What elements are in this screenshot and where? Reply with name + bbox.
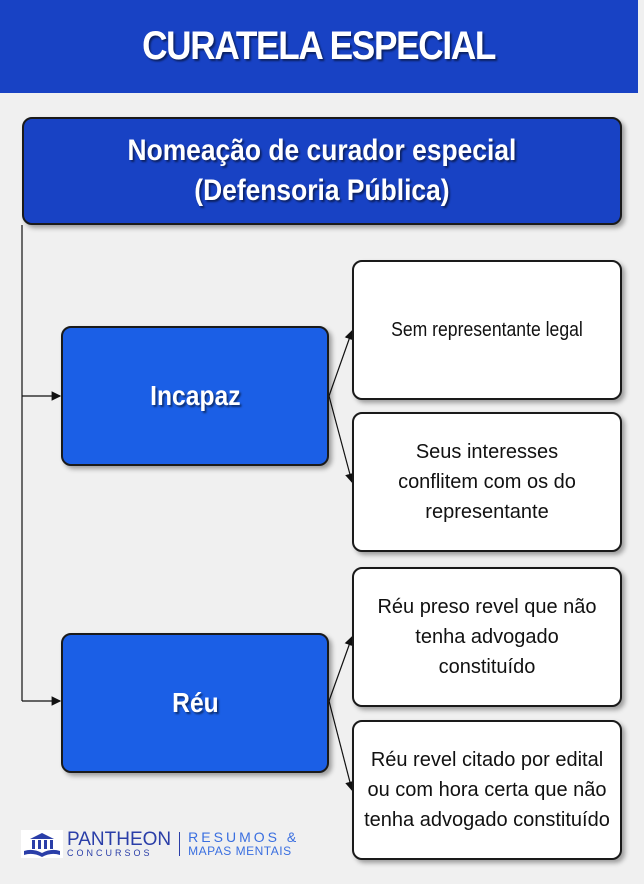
branch-reu: Réu	[61, 633, 329, 773]
leaf-node: Seus interesses conflitem com os do repr…	[352, 412, 622, 552]
root-line-2: (Defensoria Pública)	[194, 174, 450, 207]
root-node: Nomeação de curador especial (Defensoria …	[22, 117, 622, 225]
arrow	[328, 329, 354, 397]
logo-tag-2: MAPAS MENTAIS	[188, 844, 292, 859]
leaf-text: Réu preso revel que não tenha advogado c…	[377, 596, 597, 678]
branch-label: Réu	[171, 687, 219, 718]
branch-label: Incapaz	[149, 380, 241, 411]
leaf-node: Réu preso revel que não tenha advogado c…	[352, 567, 622, 707]
logo-tag-1: RESUMOS &	[188, 829, 300, 846]
leaf-text: Réu revel citado por edital ou com hora …	[364, 749, 610, 831]
temple-book-icon	[21, 830, 63, 858]
arrow	[328, 635, 354, 702]
arrow	[328, 395, 355, 484]
leaf-node: Réu revel citado por edital ou com hora …	[352, 720, 622, 860]
root-line-1: Nomeação de curador especial	[127, 134, 517, 167]
leaf-text: Sem representante legal	[391, 319, 583, 341]
logo-sub: CONCURSOS	[67, 848, 153, 858]
arrow	[328, 700, 355, 792]
logo-divider	[179, 832, 181, 856]
leaf-text: Seus interesses conflitem com os do repr…	[398, 441, 576, 523]
pantheon-logo: PANTHEON CONCURSOS RESUMOS & MAPAS MENTA…	[21, 830, 299, 858]
leaf-node: Sem representante legal	[352, 260, 622, 400]
logo-brand: PANTHEON	[67, 829, 172, 850]
page-title: CURATELA ESPECIAL	[142, 24, 496, 68]
branch-incapaz: Incapaz	[61, 326, 329, 466]
page-header: CURATELA ESPECIAL	[0, 0, 638, 93]
